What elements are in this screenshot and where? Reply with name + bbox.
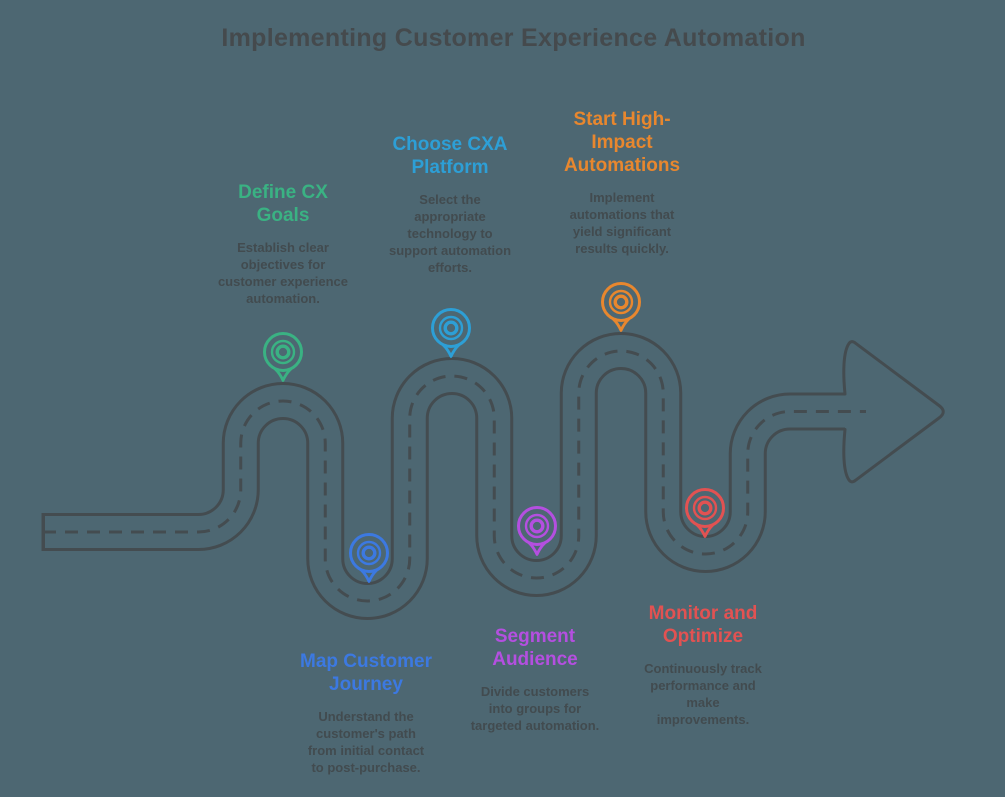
page-title: Implementing Customer Experience Automat… <box>221 24 806 52</box>
step-segment-audience: Segment Audience Divide customers into g… <box>435 625 635 734</box>
road-arrow-head <box>842 340 945 484</box>
step-description: Continuously track performance and make … <box>644 661 762 727</box>
step-map-customer-journey: Map Customer Journey Understand the cust… <box>266 650 466 776</box>
step-description: Select the appropriate technology to sup… <box>388 192 512 275</box>
step-pin-icon <box>431 308 471 358</box>
step-description: Divide customers into groups for targete… <box>470 684 600 733</box>
step-pin-icon <box>517 506 557 556</box>
step-pin-icon <box>685 488 725 538</box>
step-heading: Start High- Impact Automations <box>563 109 681 176</box>
step-start-high-impact-automations: Start High- Impact Automations Implement… <box>522 108 722 257</box>
step-heading: Monitor and Optimize <box>648 603 758 647</box>
step-pin-icon <box>349 533 389 583</box>
step-heading: Map Customer Journey <box>300 651 432 695</box>
pins-layer <box>263 282 725 583</box>
step-pin-icon <box>601 282 641 332</box>
road-inner-fill <box>45 335 845 617</box>
step-pin-icon <box>263 332 303 382</box>
step-define-cx-goals: Define CX Goals Establish clear objectiv… <box>183 181 383 307</box>
step-heading: Segment Audience <box>492 626 578 670</box>
step-heading: Choose CXA Platform <box>392 134 508 178</box>
step-heading: Define CX Goals <box>238 182 328 226</box>
road-dashed-centerline <box>43 349 866 603</box>
step-choose-cxa-platform: Choose CXA Platform Select the appropria… <box>350 133 550 276</box>
step-description: Implement automations that yield signifi… <box>569 190 675 256</box>
step-monitor-and-optimize: Monitor and Optimize Continuously track … <box>603 602 803 728</box>
step-description: Establish clear objectives for customer … <box>217 240 349 306</box>
step-description: Understand the customer's path from init… <box>307 709 425 775</box>
